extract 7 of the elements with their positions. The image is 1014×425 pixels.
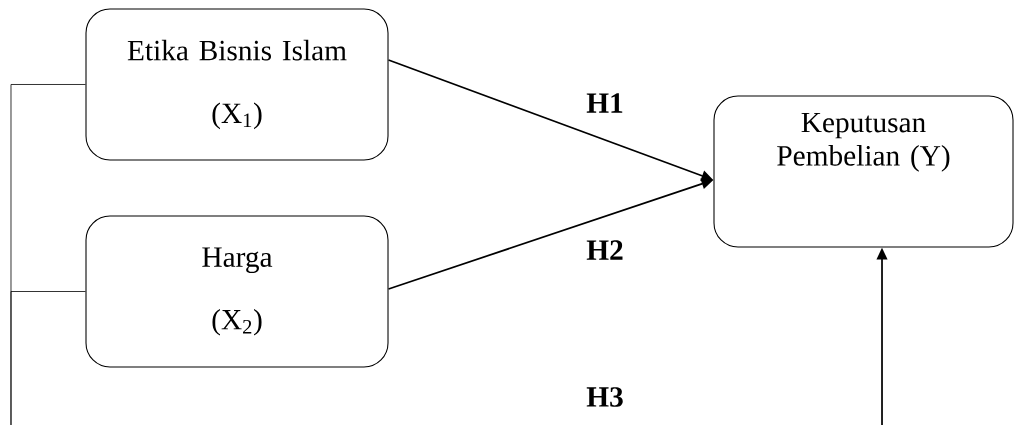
edge-label: H2 xyxy=(586,240,623,260)
variable-box: Harga (X$_{2}$) xyxy=(85,215,389,368)
bracket-line xyxy=(10,291,86,425)
variable-box: Etika Bisnis Islam (X$_{1}$) xyxy=(85,8,389,161)
variable-box: Keputusan Pembelian (Y) xyxy=(713,95,1014,248)
hypothesis-label: H3 xyxy=(586,387,623,407)
edge-label: H1 xyxy=(586,93,623,113)
